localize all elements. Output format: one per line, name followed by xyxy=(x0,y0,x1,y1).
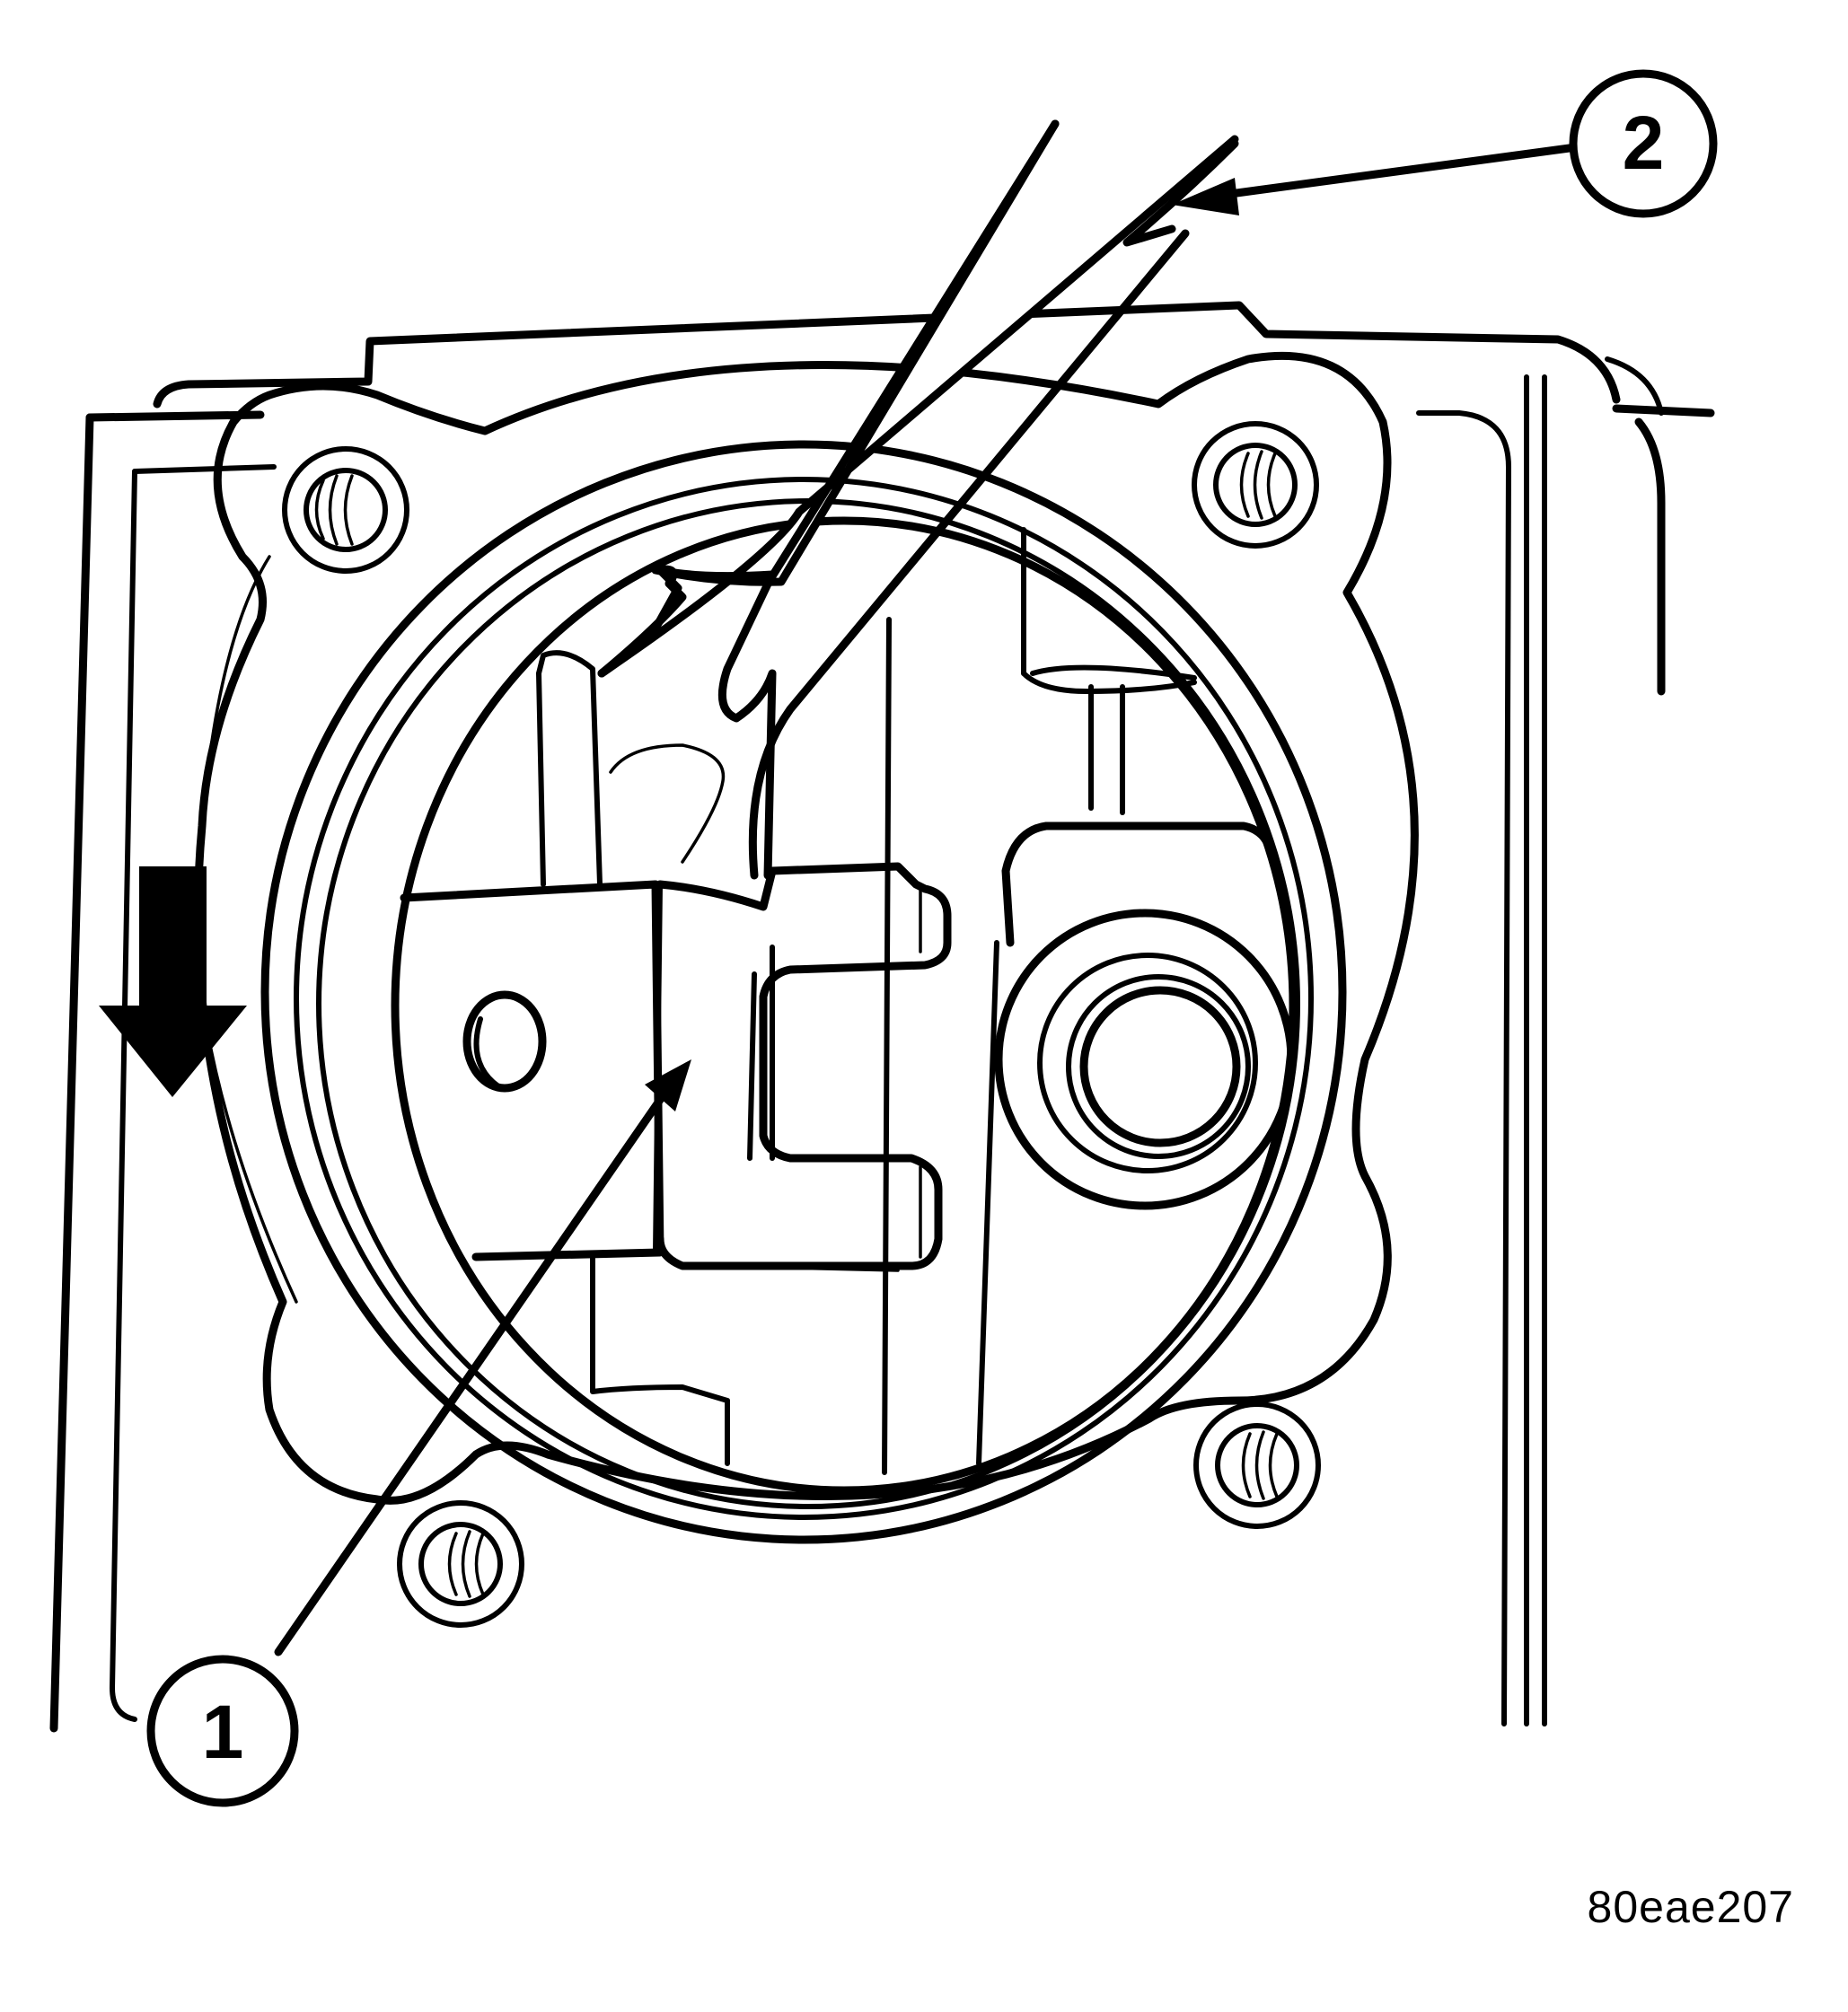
bolt-hole-top-left xyxy=(282,446,409,574)
bolt-hole-top-right xyxy=(1192,421,1319,549)
figure-reference-code: 80eae207 xyxy=(1587,1882,1794,1932)
bolt-hole-bottom-right xyxy=(1193,1401,1321,1529)
arrow-down-icon xyxy=(99,866,247,1097)
pry-tool xyxy=(597,119,1239,880)
callout-1: 1 xyxy=(146,1059,691,1807)
callout-2-label: 2 xyxy=(1623,101,1665,185)
housing-outline xyxy=(49,301,1715,1733)
internal-mechanism xyxy=(400,527,1296,1475)
bore-rings xyxy=(260,440,1347,1544)
callout-1-label: 1 xyxy=(202,1690,244,1774)
callout-2: 2 xyxy=(1172,69,1718,218)
bolt-hole-bottom-left xyxy=(397,1500,524,1628)
